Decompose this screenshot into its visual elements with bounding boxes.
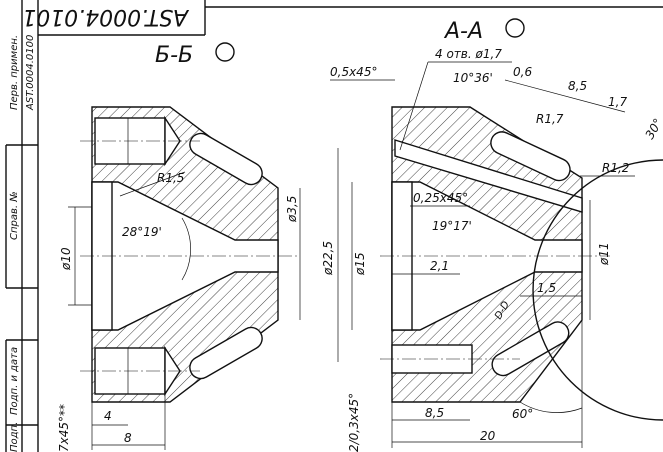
right-top-slot xyxy=(490,131,571,182)
view-b-b: Б-Б ø10 R1,5 28°19' ø3,5 ø22,5 xyxy=(57,42,339,452)
dim-r12: R1,2 xyxy=(602,161,629,175)
dim-chamfer-025: 0,25x45° xyxy=(413,191,468,205)
strip-label-3: Справ. № xyxy=(9,191,20,240)
dim-l15: 1,5 xyxy=(537,281,556,295)
strip-label-4: Подп. и дата xyxy=(9,347,20,415)
dim-l21: 2,1 xyxy=(430,259,449,273)
dim-l4: 4 xyxy=(104,409,112,423)
dim-chamfer-bottom: 2/0,3x45° xyxy=(347,393,361,452)
designation-block: AST.0004.0101 xyxy=(22,0,663,36)
dim-l85-top: 8,5 xyxy=(568,79,587,93)
dim-angle-left: 28°19' xyxy=(122,225,162,239)
dim-d225: ø22,5 xyxy=(321,241,335,276)
dim-d10: ø10 xyxy=(59,247,73,271)
dim-l17: 1,7 xyxy=(608,95,627,109)
dim-d35: ø3,5 xyxy=(285,196,299,223)
dim-chamfer-05: 0,5x45° xyxy=(330,65,377,79)
dim-a30: 30° xyxy=(642,116,663,141)
strip-label-2: AST.0004.0100 xyxy=(25,35,36,111)
inclined-hole xyxy=(394,139,583,213)
dim-chamfer-left: 7x45°** xyxy=(57,404,71,452)
dim-r15: R1,5 xyxy=(157,171,184,185)
view-title-b-b: Б-Б xyxy=(155,43,193,68)
view-title-a-a: А-А xyxy=(443,19,483,44)
dim-a60: 60° xyxy=(512,407,533,421)
strip-label-5: Подп. xyxy=(9,422,20,452)
dim-r06: 0,6 xyxy=(513,65,532,79)
rotation-icon-right xyxy=(505,18,525,38)
dim-d15: ø15 xyxy=(353,252,367,276)
left-bottom-slot xyxy=(189,326,263,380)
dim-angle-1917: 19°17' xyxy=(432,219,472,233)
dim-l85-bot: 8,5 xyxy=(425,406,444,420)
designation-text: AST.0004.0101 xyxy=(22,4,190,29)
view-a-a: А-А 0,5x45° 4 отв. ø1,7 10°36' 0,6 8,5 1… xyxy=(330,18,663,452)
rotation-icon xyxy=(215,42,235,62)
dim-d11: ø11 xyxy=(597,242,611,266)
dim-l20: 20 xyxy=(480,429,496,443)
strip-label-1: Перв. примен. xyxy=(9,35,20,110)
left-top-slot xyxy=(189,132,263,186)
dim-holes: 4 отв. ø1,7 xyxy=(435,47,502,61)
dim-angle-1036: 10°36' xyxy=(453,71,493,85)
margin-strip: Перв. примен. AST.0004.0100 Справ. № Под… xyxy=(5,0,39,452)
dim-r17: R1,7 xyxy=(536,112,564,126)
dim-l8: 8 xyxy=(124,431,132,445)
right-bottom-slot xyxy=(491,321,570,377)
